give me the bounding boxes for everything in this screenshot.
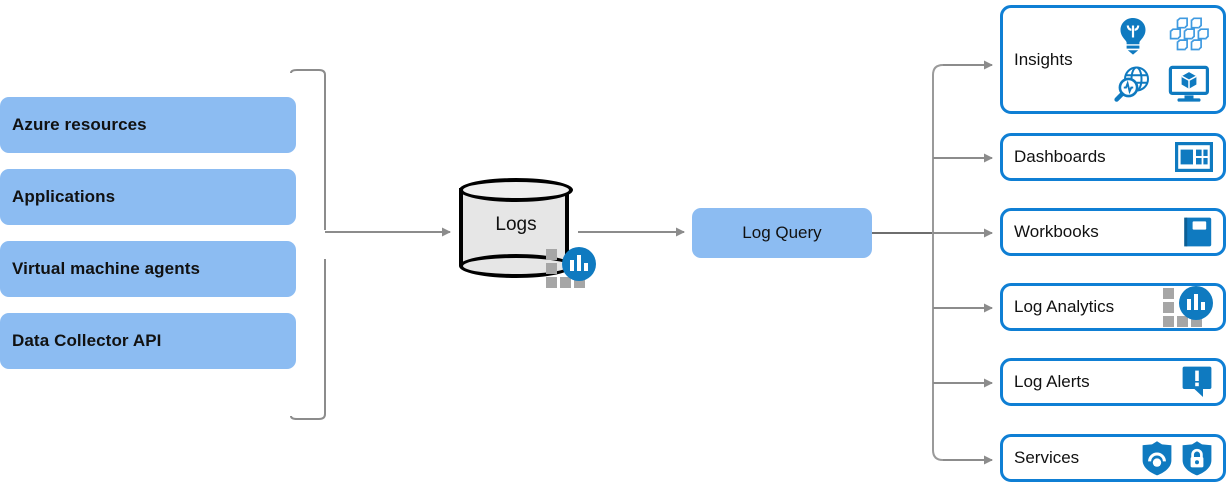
badge-square [546,263,557,274]
dest-label: Log Analytics [1014,297,1115,316]
source-label: Virtual machine agents [12,259,201,278]
shield-lock-icon [1181,440,1213,476]
source-box-azure-resources[interactable]: Azure resources [0,97,296,153]
spine-down [932,233,944,461]
source-bracket [290,69,326,420]
dest-box-log-alerts[interactable]: Log Alerts [1000,358,1226,406]
log-query-label: Log Query [742,223,822,242]
badge-square [546,277,557,288]
dest-label: Insights [1014,49,1073,69]
alert-bubble-icon [1181,365,1213,399]
logs-datastore[interactable]: Logs [459,178,573,278]
cylinder-top [459,178,573,202]
dashboard-tiles-icon [1175,142,1213,172]
badge-square [560,277,571,288]
dest-box-log-analytics[interactable]: Log Analytics [1000,283,1226,331]
globe-magnifier-icon [1113,65,1153,103]
log-analytics-badge-icon [1163,284,1213,330]
dest-label: Workbooks [1014,222,1099,241]
dest-label: Dashboards [1014,147,1106,166]
source-label: Data Collector API [12,331,162,350]
source-box-data-collector-api[interactable]: Data Collector API [0,313,296,369]
dest-label: Log Alerts [1014,372,1090,391]
dest-label: Services [1014,448,1080,467]
source-box-virtual-machine-agents[interactable]: Virtual machine agents [0,241,296,297]
log-analytics-badge-icon [546,245,596,291]
logs-label: Logs [495,214,537,235]
dest-box-workbooks[interactable]: Workbooks [1000,208,1226,256]
dest-box-services[interactable]: Services [1000,434,1226,482]
dest-box-insights[interactable]: Insights [1000,5,1226,114]
workbook-book-icon [1183,216,1213,248]
dest-box-dashboards[interactable]: Dashboards [1000,133,1226,181]
log-query-box[interactable]: Log Query [692,208,872,258]
badge-circle [562,247,596,281]
spine-up [932,64,944,233]
badge-square [574,277,585,288]
lightbulb-icon [1116,17,1150,55]
source-box-applications[interactable]: Applications [0,169,296,225]
badge-square [546,249,557,260]
source-label: Azure resources [12,115,147,134]
shield-radar-icon [1141,440,1173,476]
network-nodes-icon [1169,16,1209,55]
monitor-cube-icon [1168,65,1210,103]
insights-icon-grid [1105,12,1223,108]
source-label: Applications [12,187,116,206]
